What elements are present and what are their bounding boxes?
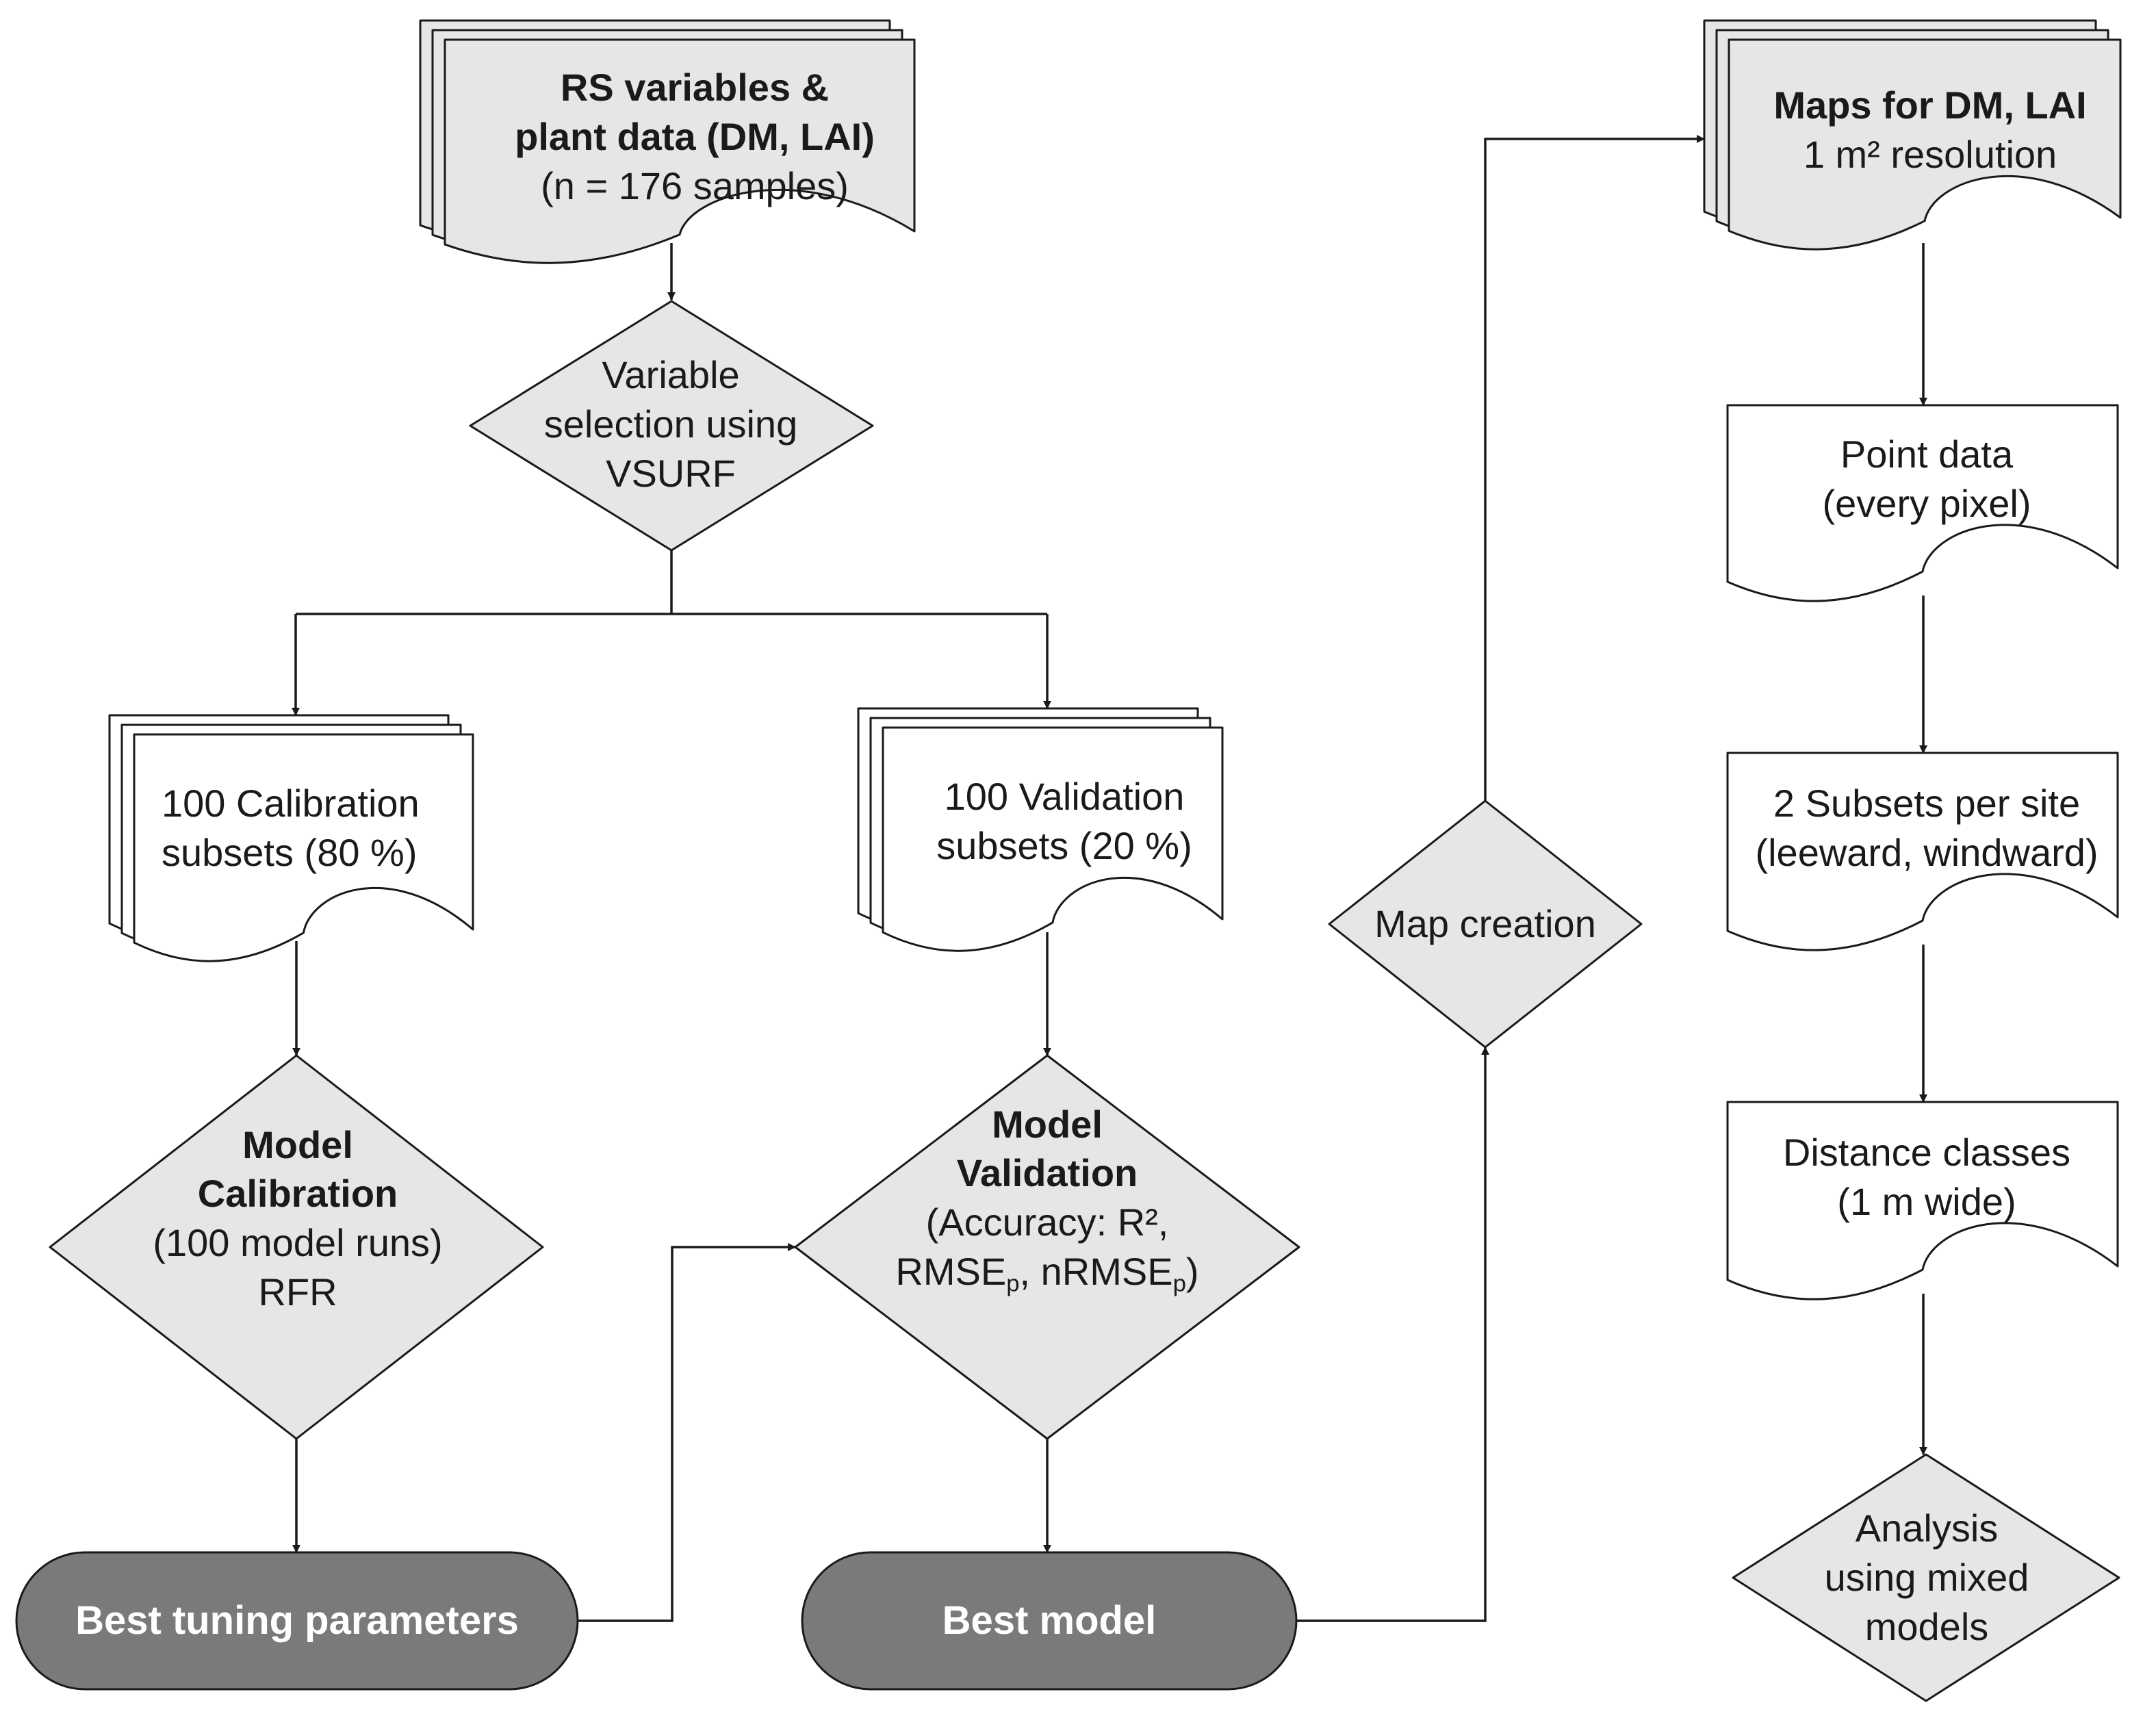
map-creation-text: Map creation [1374, 902, 1596, 946]
model-validation-line4: RMSEp, nRMSEp) [895, 1247, 1198, 1296]
analysis-shape [1732, 1453, 2120, 1702]
model-calibration-title-line2: Calibration [197, 1172, 398, 1216]
point-data-label: Point data (every pixel) [1732, 418, 2122, 541]
vsurf-line1: Variable [602, 353, 740, 397]
rs-data-title-line1: RS variables & [560, 66, 830, 110]
edges-layer [292, 135, 1927, 1622]
model-calibration-title-line1: Model [242, 1123, 353, 1166]
map-creation-label: Map creation [1335, 862, 1636, 986]
analysis-line1: Analysis [1855, 1507, 1999, 1550]
point-data-shape [1726, 404, 2119, 602]
rs-data-title-line2: plant data (DM, LAI) [515, 115, 875, 159]
distance-classes-label: Distance classes (1 m wide) [1732, 1116, 2122, 1239]
model-validation-label: Model Validation (Accuracy: R², RMSEp, n… [842, 1081, 1253, 1314]
analysis-label: Analysis using mixed models [1752, 1485, 2101, 1670]
analysis-line2: using mixed [1824, 1556, 2029, 1600]
distance-classes-shape [1726, 1101, 2119, 1300]
arrow-model-to-map [1296, 1047, 1489, 1622]
subsets-site-label: 2 Subsets per site (leeward, windward) [1728, 767, 2126, 890]
model-validation-line3: (Accuracy: R², [925, 1201, 1169, 1244]
best-model-label: Best model [802, 1552, 1296, 1689]
validation-subsets-shape-front [882, 726, 1224, 952]
validation-subsets-line1: 100 Validation [944, 775, 1185, 819]
vsurf-label: Variable selection using VSURF [493, 342, 849, 507]
shapes-layer [15, 19, 2122, 1702]
maps-shape-front [1728, 38, 2122, 251]
distance-classes-line2: (1 m wide) [1837, 1180, 2016, 1223]
nrmse-text: , nRMSE [1019, 1249, 1173, 1293]
calibration-subsets-label: 100 Calibration subsets (80 %) [162, 767, 483, 890]
maps-detail: 1 m² resolution [1803, 133, 2057, 176]
calibration-subsets-shape-front [133, 733, 474, 962]
maps-label: Maps for DM, LAI 1 m² resolution [1752, 68, 2108, 192]
close-paren-text: ) [1185, 1249, 1199, 1293]
maps-title: Maps for DM, LAI [1773, 84, 2087, 127]
rs-data-detail: (n = 176 samples) [541, 164, 849, 207]
rs-data-shape-front [444, 38, 916, 264]
model-calibration-label: Model Calibration (100 model runs) RFR [96, 1102, 500, 1335]
subsets-site-line2: (leeward, windward) [1755, 831, 2099, 874]
point-data-line1: Point data [1840, 433, 2014, 476]
subsets-site-shape [1726, 752, 2119, 951]
best-tuning-text: Best tuning parameters [75, 1598, 519, 1643]
validation-subsets-line2: subsets (20 %) [936, 824, 1192, 867]
calibration-subsets-line1: 100 Calibration [162, 782, 420, 825]
vsurf-line3: VSURF [606, 451, 736, 495]
nrmse-subscript: p [1172, 1270, 1186, 1297]
best-tuning-label: Best tuning parameters [16, 1552, 578, 1689]
model-validation-title-line1: Model [992, 1102, 1103, 1146]
best-model-text: Best model [942, 1598, 1157, 1643]
model-calibration-line4: RFR [258, 1270, 337, 1313]
distance-classes-line1: Distance classes [1782, 1131, 2071, 1175]
arrow-map-to-maps [1484, 135, 1705, 801]
rmse-text: RMSE [895, 1249, 1007, 1293]
model-validation-title-line2: Validation [956, 1151, 1138, 1195]
vsurf-line2: selection using [543, 402, 798, 446]
rmse-subscript: p [1006, 1270, 1020, 1297]
arrow-tuning-to-validation [578, 1243, 796, 1622]
subsets-site-line1: 2 Subsets per site [1773, 782, 2081, 825]
calibration-subsets-line2: subsets (80 %) [162, 831, 418, 874]
rs-data-label: RS variables & plant data (DM, LAI) (n =… [472, 55, 917, 219]
point-data-line2: (every pixel) [1822, 482, 2031, 525]
analysis-line3: models [1864, 1604, 1989, 1648]
model-calibration-line3: (100 model runs) [153, 1221, 443, 1264]
validation-subsets-label: 100 Validation subsets (20 %) [897, 760, 1232, 883]
